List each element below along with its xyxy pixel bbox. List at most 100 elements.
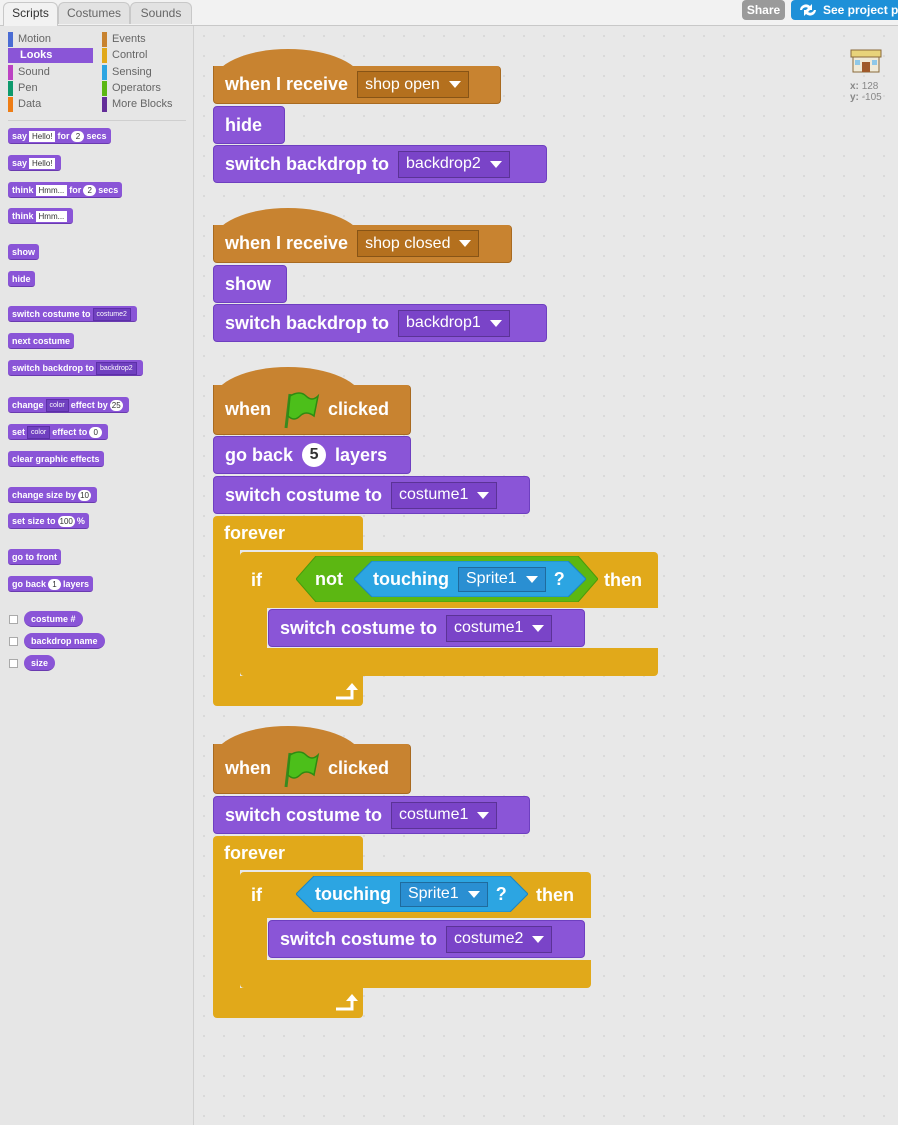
data-swatch <box>8 97 13 112</box>
message-dropdown[interactable]: shop closed <box>357 230 480 257</box>
category-label: Operators <box>112 82 161 94</box>
sprite-thumbnail-shop-icon[interactable] <box>850 46 882 74</box>
tab-sounds[interactable]: Sounds <box>130 2 192 24</box>
category-label: More Blocks <box>112 98 173 110</box>
palette-backdrop-name-reporter[interactable]: backdrop name <box>24 633 105 649</box>
category-label: Data <box>18 98 42 110</box>
switch-costume-block[interactable]: switch costume to costume1 <box>213 476 530 514</box>
forever-block-top[interactable] <box>213 516 363 550</box>
if-block-arm <box>240 606 267 652</box>
palette-next-costume-block[interactable]: next costume <box>8 333 75 349</box>
chevron-down-icon <box>532 935 545 943</box>
control-swatch <box>102 48 107 63</box>
category-pen[interactable]: Pen <box>8 81 93 96</box>
category-more-blocks[interactable]: More Blocks <box>102 97 187 112</box>
forever-block-bottom[interactable] <box>213 988 363 1018</box>
category-looks[interactable]: Looks <box>8 48 93 63</box>
loop-arrow-icon <box>336 683 358 700</box>
palette-size-reporter[interactable]: size <box>24 655 56 671</box>
category-label: Motion <box>18 33 52 45</box>
size-checkbox[interactable] <box>9 659 18 668</box>
palette-go-to-front-block[interactable]: go to front <box>8 549 61 565</box>
sprite-y: -105 <box>861 92 882 103</box>
tab-scripts[interactable]: Scripts <box>3 2 58 26</box>
green-flag-icon <box>284 391 320 428</box>
costume-dropdown[interactable]: costume1 <box>446 614 553 642</box>
message-dropdown[interactable]: shop open <box>357 71 469 98</box>
costume-dropdown[interactable]: costume2 <box>446 925 553 953</box>
when-flag-clicked-block[interactable]: when clicked <box>213 744 411 794</box>
show-block[interactable]: show <box>213 265 287 303</box>
see-project-page-button[interactable]: See project pa <box>791 0 898 20</box>
backdrop-dropdown[interactable]: backdrop1 <box>398 309 510 337</box>
costume-number-checkbox[interactable] <box>9 615 18 624</box>
looks-swatch <box>8 48 13 63</box>
sprite-dropdown[interactable]: Sprite1 <box>399 881 488 907</box>
switch-backdrop-block[interactable]: switch backdrop to backdrop1 <box>213 304 547 342</box>
category-label: Sound <box>18 66 50 78</box>
then-label: then <box>604 569 642 590</box>
forever-block-arm <box>213 548 240 688</box>
category-operators[interactable]: Operators <box>102 81 187 96</box>
when-i-receive-shop-open-block[interactable]: when I receive shop open <box>213 66 501 104</box>
category-sound[interactable]: Sound <box>8 65 93 80</box>
palette-costume-number-reporter[interactable]: costume # <box>24 611 83 627</box>
sensing-swatch <box>102 65 107 80</box>
hide-block[interactable]: hide <box>213 106 285 144</box>
category-motion[interactable]: Motion <box>8 32 93 47</box>
sprite-coordinates: x: 128 y: -105 <box>850 81 882 103</box>
share-button[interactable]: Share <box>742 0 785 20</box>
palette-show-block[interactable]: show <box>8 244 40 260</box>
chevron-down-icon <box>448 81 461 88</box>
sprite-dropdown[interactable]: Sprite1 <box>457 566 546 592</box>
if-block-bottom[interactable] <box>240 960 591 988</box>
switch-costume-block[interactable]: switch costume to costume1 <box>268 609 585 647</box>
remix-arrows-icon <box>800 4 816 16</box>
tab-costumes[interactable]: Costumes <box>58 2 130 24</box>
palette-divider <box>8 120 186 121</box>
category-label: Looks <box>20 49 53 61</box>
costume-dropdown[interactable]: costume1 <box>391 801 498 829</box>
category-events[interactable]: Events <box>102 32 187 47</box>
backdrop-name-checkbox[interactable] <box>9 637 18 646</box>
backdrop-dropdown[interactable]: backdrop2 <box>398 150 510 178</box>
switch-costume-block[interactable]: switch costume to costume2 <box>268 920 585 958</box>
not-label: not <box>315 568 343 589</box>
switch-backdrop-block[interactable]: switch backdrop to backdrop2 <box>213 145 547 183</box>
if-block-bottom[interactable] <box>240 648 658 676</box>
forever-label: forever <box>224 842 286 863</box>
category-control[interactable]: Control <box>102 48 187 63</box>
more-blocks-swatch <box>102 97 107 112</box>
touching-label: touching Sprite1 ? <box>304 876 518 912</box>
palette-clear-effects-block[interactable]: clear graphic effects <box>8 451 104 467</box>
when-i-receive-shop-closed-block[interactable]: when I receive shop closed <box>213 225 512 263</box>
category-label: Events <box>112 33 146 45</box>
if-label: if <box>251 884 262 905</box>
pen-swatch <box>8 81 13 96</box>
switch-costume-block[interactable]: switch costume to costume1 <box>213 796 530 834</box>
layers-number-input[interactable]: 5 <box>302 443 327 467</box>
editor-tab-bar: Scripts Costumes Sounds Share See projec… <box>0 0 898 26</box>
if-block-arm <box>240 916 267 964</box>
chevron-down-icon <box>477 491 490 499</box>
palette-hide-block[interactable]: hide <box>8 271 35 287</box>
if-label: if <box>251 569 262 590</box>
when-flag-clicked-block[interactable]: when clicked <box>213 385 411 435</box>
forever-block-bottom[interactable] <box>213 676 363 706</box>
costume-dropdown[interactable]: costume1 <box>391 481 498 509</box>
category-sensing[interactable]: Sensing <box>102 65 187 80</box>
forever-block-top[interactable] <box>213 836 363 870</box>
category-data[interactable]: Data <box>8 97 93 112</box>
